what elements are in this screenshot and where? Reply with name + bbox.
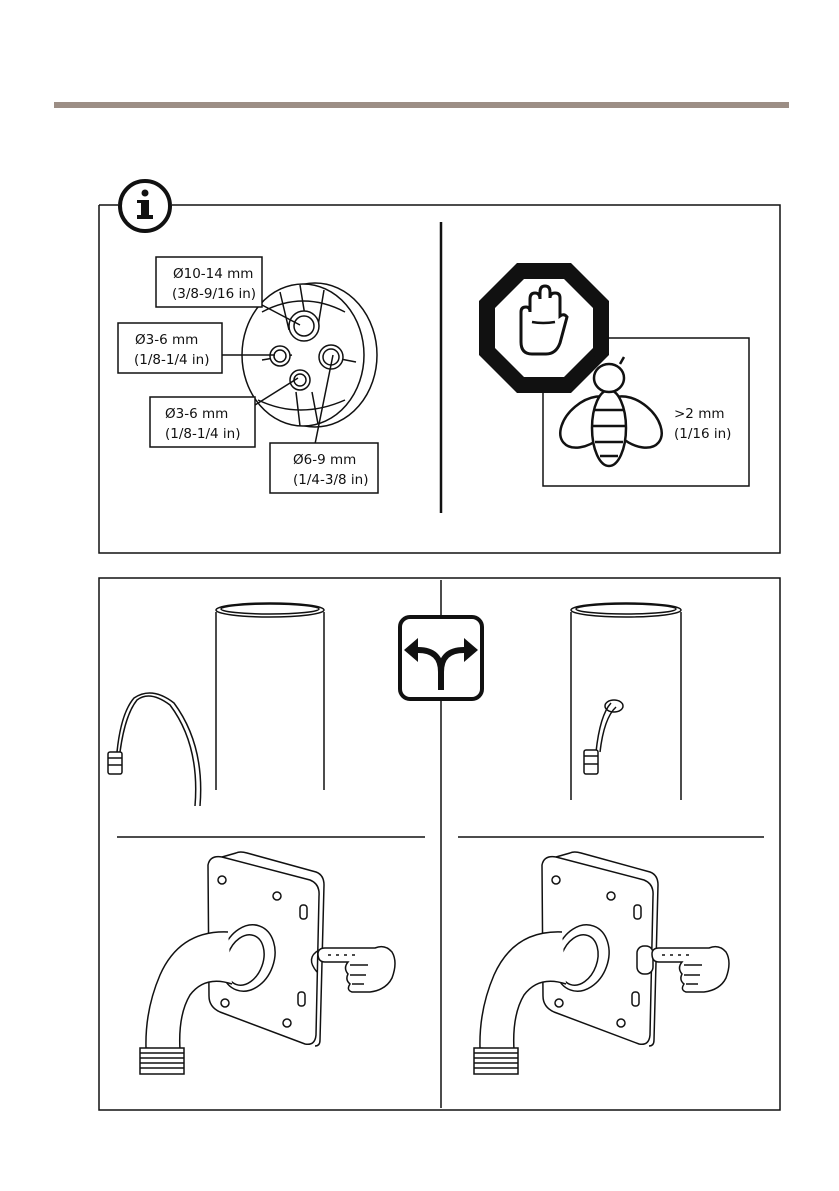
d1-in: (3/8-9/16 in) <box>172 286 256 302</box>
d2-in: (1/8-1/4 in) <box>134 352 209 368</box>
gap-in: (1/16 in) <box>674 426 731 442</box>
d3-mm: Ø3-6 mm <box>165 406 228 422</box>
pointing-hand-icon <box>318 947 395 992</box>
cable-left <box>108 693 201 806</box>
d4-in: (1/4-3/8 in) <box>293 472 368 488</box>
stop-hand-icon <box>479 263 609 393</box>
d4-mm: Ø6-9 mm <box>293 452 356 468</box>
gap-mm: >2 mm <box>674 406 725 422</box>
d2-mm: Ø3-6 mm <box>135 332 198 348</box>
cable-right <box>584 703 616 774</box>
pointing-hand-icon <box>652 947 729 992</box>
bracket-right <box>474 852 658 1074</box>
d3-in: (1/8-1/4 in) <box>165 426 240 442</box>
bracket-left <box>140 852 324 1074</box>
pole-left <box>216 603 324 790</box>
d1-mm: Ø10-14 mm <box>173 266 253 282</box>
fork-arrows-icon <box>400 617 482 699</box>
info-icon <box>120 181 170 231</box>
